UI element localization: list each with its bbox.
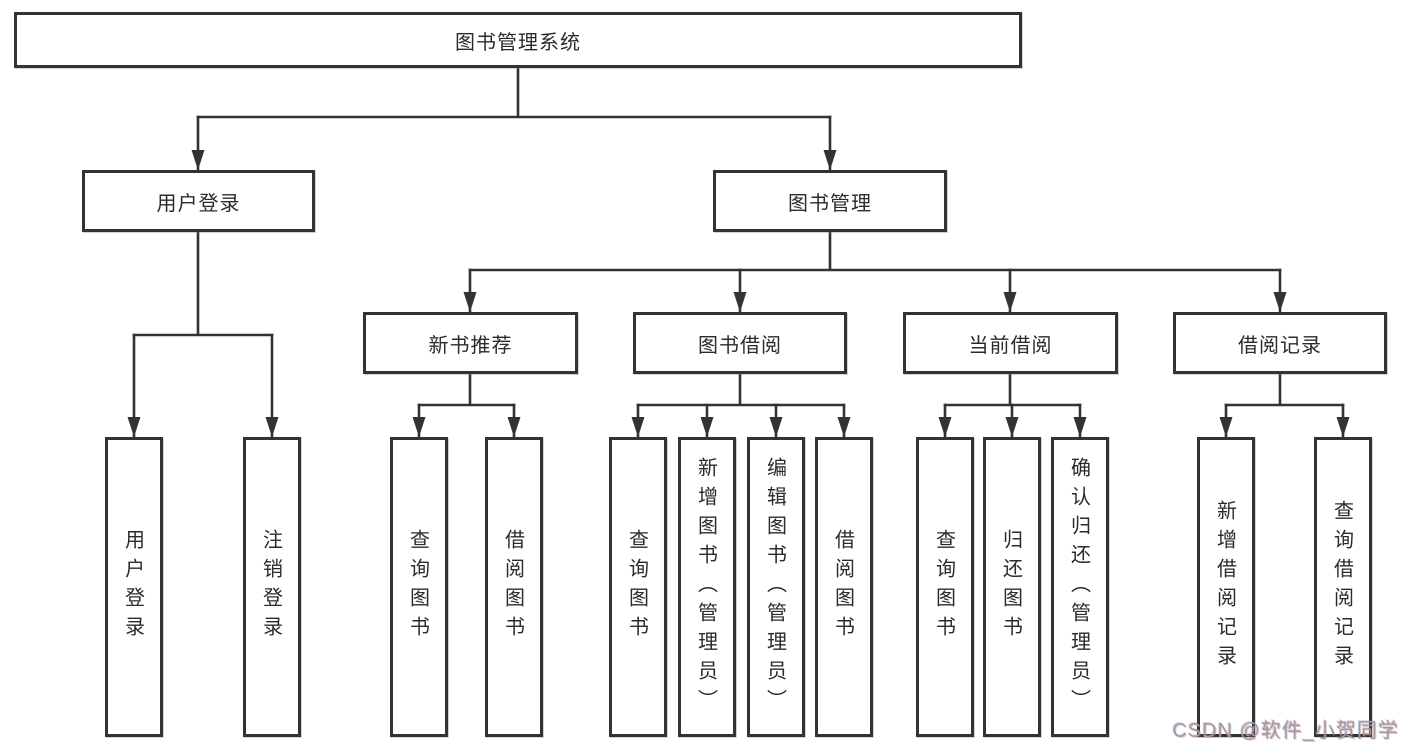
leaf-current-query-books: 查询图书 bbox=[916, 437, 974, 737]
node-book-management: 图书管理 bbox=[713, 170, 947, 232]
leaf-borrow-borrow-books: 借阅图书 bbox=[815, 437, 873, 737]
node-user-login: 用户登录 bbox=[82, 170, 315, 232]
node-current-borrow: 当前借阅 bbox=[903, 312, 1118, 374]
leaf-logout-label: 注销登录 bbox=[259, 529, 282, 645]
leaf-newbook-borrow-books-label: 借阅图书 bbox=[501, 529, 524, 645]
leaf-records-add-record-label: 新增借阅记录 bbox=[1213, 500, 1236, 674]
leaf-borrow-add-books-admin-label: 新增图书（管理员） bbox=[694, 456, 717, 718]
node-new-book-recommend-label: 新书推荐 bbox=[428, 334, 513, 357]
node-user-login-label: 用户登录 bbox=[156, 192, 241, 215]
leaf-current-query-books-label: 查询图书 bbox=[932, 529, 955, 645]
node-book-borrow-label: 图书借阅 bbox=[698, 334, 782, 357]
leaf-newbook-query-books: 查询图书 bbox=[390, 437, 448, 737]
leaf-borrow-edit-books-admin: 编辑图书（管理员） bbox=[747, 437, 805, 737]
node-current-borrow-label: 当前借阅 bbox=[968, 334, 1053, 357]
leaf-borrow-borrow-books-label: 借阅图书 bbox=[831, 529, 854, 645]
leaf-newbook-borrow-books: 借阅图书 bbox=[485, 437, 543, 737]
leaf-records-query-record: 查询借阅记录 bbox=[1314, 437, 1372, 737]
node-root-label: 图书管理系统 bbox=[455, 31, 581, 54]
node-new-book-recommend: 新书推荐 bbox=[363, 312, 578, 374]
leaf-current-return-books: 归还图书 bbox=[983, 437, 1041, 737]
leaf-current-return-books-label: 归还图书 bbox=[999, 529, 1022, 645]
leaf-borrow-query-books: 查询图书 bbox=[609, 437, 667, 737]
leaf-user-login-label: 用户登录 bbox=[121, 529, 144, 645]
leaf-borrow-query-books-label: 查询图书 bbox=[625, 529, 648, 645]
leaf-logout: 注销登录 bbox=[243, 437, 301, 737]
leaf-current-confirm-return-admin: 确认归还（管理员） bbox=[1051, 437, 1109, 737]
node-borrow-records: 借阅记录 bbox=[1173, 312, 1387, 374]
csdn-watermark: CSDN @软件_小贺同学 bbox=[1172, 720, 1399, 742]
leaf-borrow-edit-books-admin-label: 编辑图书（管理员） bbox=[763, 456, 786, 718]
node-book-management-label: 图书管理 bbox=[788, 192, 872, 215]
leaf-user-login: 用户登录 bbox=[105, 437, 163, 737]
node-book-borrow: 图书借阅 bbox=[633, 312, 847, 374]
node-root: 图书管理系统 bbox=[14, 12, 1022, 68]
node-borrow-records-label: 借阅记录 bbox=[1238, 334, 1322, 357]
leaf-current-confirm-return-admin-label: 确认归还（管理员） bbox=[1067, 456, 1090, 718]
leaf-newbook-query-books-label: 查询图书 bbox=[406, 529, 429, 645]
leaf-records-query-record-label: 查询借阅记录 bbox=[1330, 500, 1353, 674]
leaf-borrow-add-books-admin: 新增图书（管理员） bbox=[678, 437, 736, 737]
leaf-records-add-record: 新增借阅记录 bbox=[1197, 437, 1255, 737]
